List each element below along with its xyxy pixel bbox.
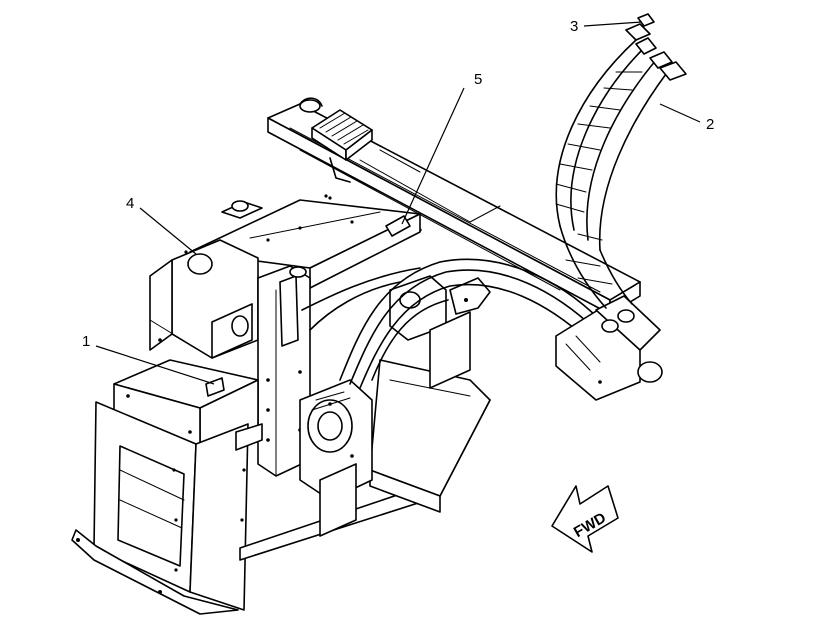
fwd-arrow: FWD bbox=[551, 485, 619, 553]
leader-5 bbox=[401, 87, 465, 225]
hopper bbox=[71, 401, 263, 615]
hoses bbox=[301, 258, 601, 389]
leader-2 bbox=[659, 103, 701, 123]
callout-5: 5 bbox=[474, 71, 482, 88]
hydraulic-motor bbox=[299, 379, 373, 537]
callout-4: 4 bbox=[126, 195, 134, 212]
top-plate bbox=[189, 194, 421, 289]
callout-2: 2 bbox=[706, 116, 714, 133]
left-bracket bbox=[149, 239, 259, 359]
callout-3: 3 bbox=[570, 18, 578, 35]
callout-leaders bbox=[95, 21, 701, 385]
coupler-block bbox=[555, 295, 663, 401]
valve-block bbox=[389, 275, 491, 389]
callout-1: 1 bbox=[82, 333, 90, 350]
leader-1 bbox=[95, 345, 215, 385]
hose-bundle bbox=[555, 13, 687, 309]
foot-pedal bbox=[311, 109, 373, 183]
cross-beam bbox=[267, 97, 641, 315]
callouts: 1 2 3 4 5 bbox=[82, 18, 714, 350]
leader-3 bbox=[583, 21, 643, 27]
leader-4 bbox=[139, 207, 197, 255]
main-frame bbox=[239, 359, 491, 561]
